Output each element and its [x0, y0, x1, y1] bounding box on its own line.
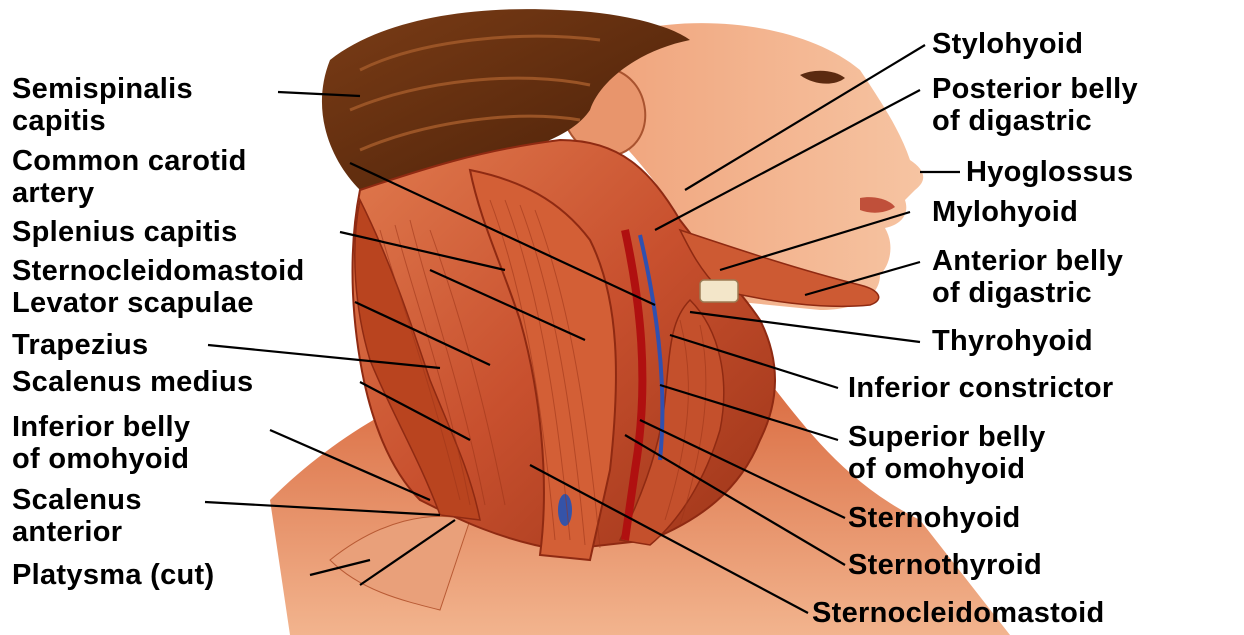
label-hyoglossus: Hyoglossus	[966, 156, 1133, 188]
label-line: Sternocleidomastoid	[812, 597, 1105, 629]
label-trapezius: Trapezius	[12, 329, 148, 361]
label-platysma-cut: Platysma (cut)	[12, 559, 214, 591]
label-common-carotid-artery: Common carotid artery	[12, 145, 247, 209]
label-line: Sternohyoid	[848, 502, 1020, 534]
label-sternocleidomastoid-right: Sternocleidomastoid	[812, 597, 1105, 629]
label-line: Sternocleidomastoid	[12, 255, 305, 287]
label-line: capitis	[12, 105, 193, 137]
label-line: Platysma (cut)	[12, 559, 214, 591]
label-line: anterior	[12, 516, 142, 548]
label-anterior-belly-digastric: Anterior belly of digastric	[932, 245, 1123, 309]
label-line: Thyrohyoid	[932, 325, 1093, 357]
label-line: Hyoglossus	[966, 156, 1133, 188]
label-line: Stylohyoid	[932, 28, 1083, 60]
label-posterior-belly-digastric: Posterior belly of digastric	[932, 73, 1138, 137]
label-line: Posterior belly	[932, 73, 1138, 105]
label-semispinalis-capitis: Semispinalis capitis	[12, 73, 193, 137]
label-line: of digastric	[932, 277, 1123, 309]
label-scalenus-anterior: Scalenus anterior	[12, 484, 142, 548]
label-sternocleidomastoid-left: Sternocleidomastoid	[12, 255, 305, 287]
label-line: Splenius capitis	[12, 216, 238, 248]
label-levator-scapulae: Levator scapulae	[12, 287, 254, 319]
label-line: Mylohyoid	[932, 196, 1078, 228]
label-line: of omohyoid	[12, 443, 190, 475]
label-line: Inferior constrictor	[848, 372, 1113, 404]
label-line: Inferior belly	[12, 411, 190, 443]
label-line: Sternothyroid	[848, 549, 1042, 581]
label-line: Levator scapulae	[12, 287, 254, 319]
label-stylohyoid: Stylohyoid	[932, 28, 1083, 60]
label-line: Common carotid	[12, 145, 247, 177]
label-line: Scalenus	[12, 484, 142, 516]
label-sternohyoid: Sternohyoid	[848, 502, 1020, 534]
label-line: of omohyoid	[848, 453, 1046, 485]
label-mylohyoid: Mylohyoid	[932, 196, 1078, 228]
label-line: Trapezius	[12, 329, 148, 361]
label-scalenus-medius: Scalenus medius	[12, 366, 253, 398]
hyoid-bone	[700, 280, 738, 302]
label-inferior-constrictor: Inferior constrictor	[848, 372, 1113, 404]
label-sternothyroid: Sternothyroid	[848, 549, 1042, 581]
label-superior-belly-omohyoid: Superior belly of omohyoid	[848, 421, 1046, 485]
label-splenius-capitis: Splenius capitis	[12, 216, 238, 248]
label-inferior-belly-omohyoid: Inferior belly of omohyoid	[12, 411, 190, 475]
label-line: Anterior belly	[932, 245, 1123, 277]
label-thyrohyoid: Thyrohyoid	[932, 325, 1093, 357]
label-line: Scalenus medius	[12, 366, 253, 398]
label-line: Semispinalis	[12, 73, 193, 105]
label-line: of digastric	[932, 105, 1138, 137]
vein-cut	[558, 494, 572, 526]
label-line: artery	[12, 177, 247, 209]
label-line: Superior belly	[848, 421, 1046, 453]
